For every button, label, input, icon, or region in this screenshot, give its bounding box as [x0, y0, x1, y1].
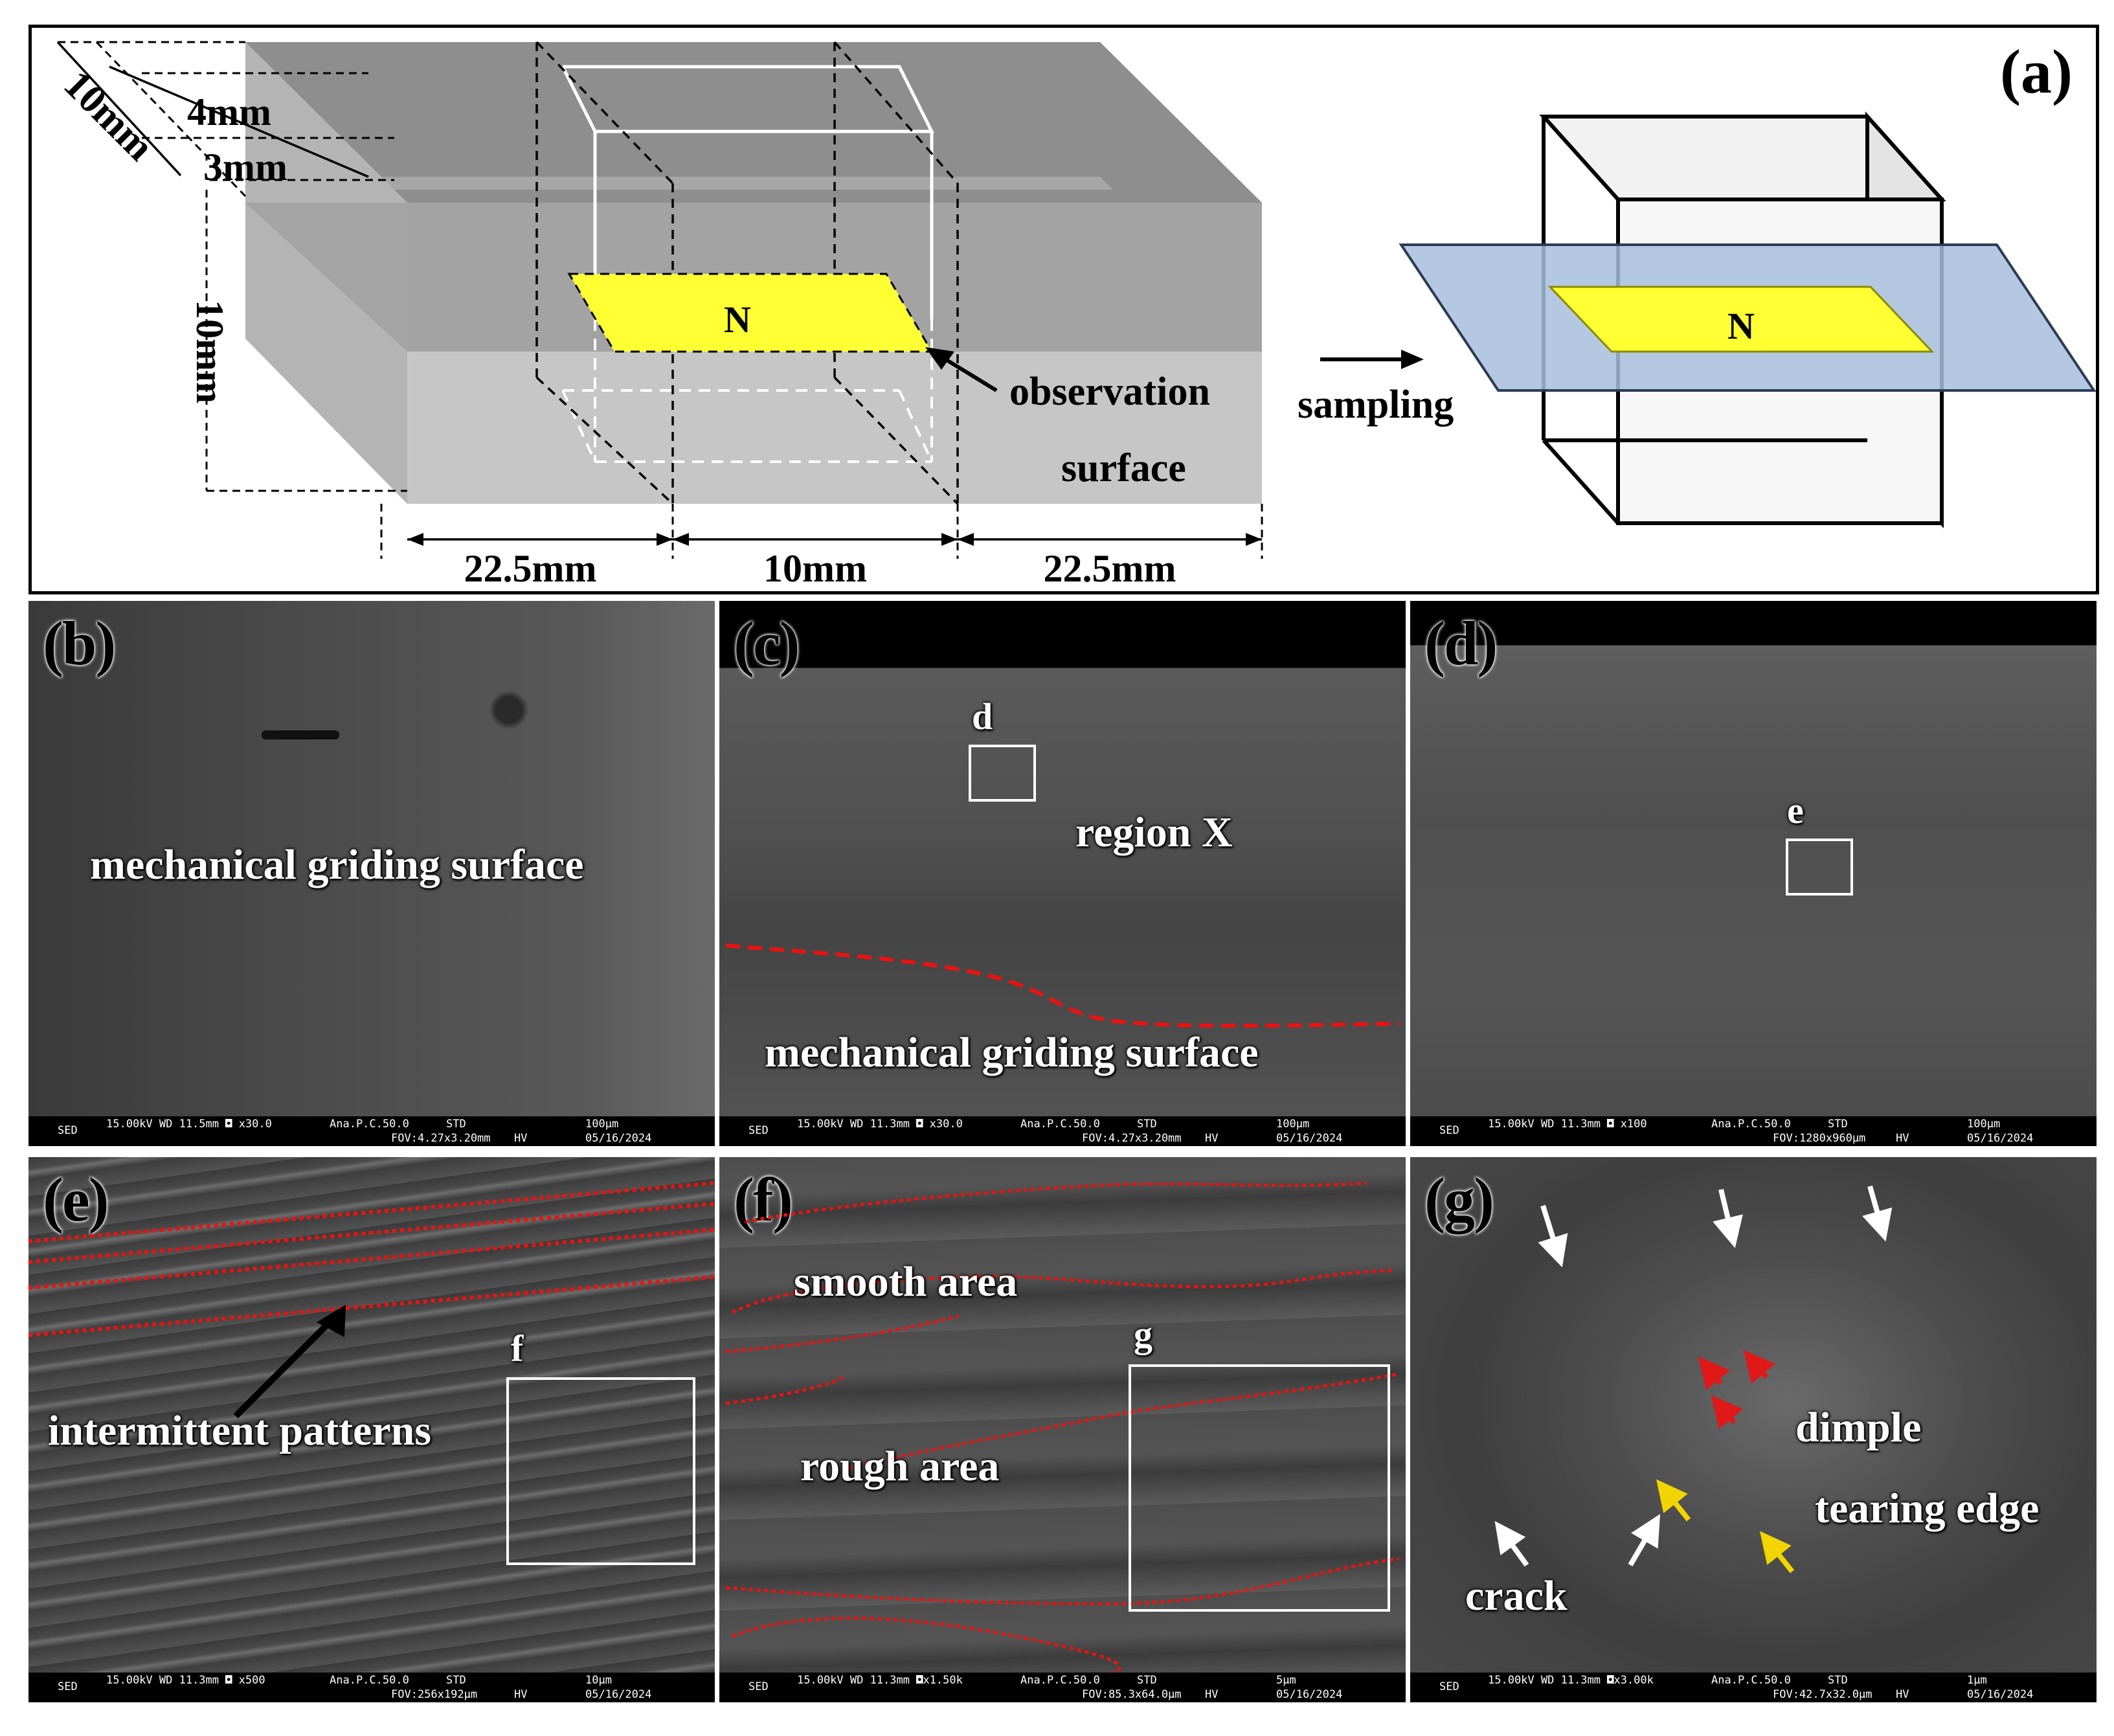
panel-a-schematic: N: [28, 25, 2099, 594]
panel-label-f: (f): [734, 1165, 793, 1234]
dim-layer-3mm: 3mm: [203, 146, 287, 188]
dim-right: 22.5mm: [1044, 547, 1176, 590]
dim-left: 22.5mm: [464, 547, 597, 590]
sem-info-bar-c: SED 15.00kV WD 11.3mm ◘ x30.0 Ana.P.C.50…: [719, 1116, 1406, 1146]
extracted-cube-hidden-edges: [561, 319, 933, 463]
panel-e-sem: (e) f intermittent patterns SED 15.00kV …: [28, 1157, 715, 1702]
defect-mark: [262, 730, 339, 739]
block-top-face: [245, 42, 1262, 203]
dimple-label: dimple: [1795, 1404, 1922, 1451]
dim-thickness-top: 10mm: [56, 62, 163, 169]
panel-label-d: (d): [1424, 609, 1498, 678]
dim-mid: 10mm: [763, 547, 867, 590]
plane-label-right: N: [1727, 305, 1755, 347]
sem-info-bar-g: SED 15.00kV WD 11.3mm ◘x3.00k Ana.P.C.50…: [1410, 1673, 2097, 1702]
sem-info-bar-e: SED 15.00kV WD 11.3mm ◘ x500 Ana.P.C.50.…: [28, 1673, 715, 1702]
panel-label-g: (g): [1424, 1165, 1494, 1234]
feature-arrows: [1494, 1185, 1893, 1573]
panel-g-sem: (g) dimple tearing edge crack SED 15.00k…: [1410, 1157, 2097, 1702]
smooth-area-label: smooth area: [794, 1258, 1018, 1305]
panel-label-e: (e): [43, 1165, 109, 1234]
panel-label-b: (b): [43, 609, 116, 678]
observation-label: observation: [1009, 370, 1210, 414]
panel-b-sem: (b) mechanical griding surface SED 15.00…: [28, 601, 715, 1146]
annotation-intermittent-patterns: intermittent patterns: [48, 1407, 432, 1454]
panel-label-c: (c): [734, 609, 800, 678]
sampling-schematic: N: [56, 37, 2096, 590]
zoom-box-label-g: g: [1134, 1313, 1153, 1355]
boundary-dashed-line: [725, 943, 1400, 1028]
block-layer-band: [245, 177, 1113, 190]
sampling-label: sampling: [1298, 383, 1454, 427]
zoom-box-d: [969, 745, 1036, 802]
zoom-box-f: [506, 1377, 695, 1565]
zoom-box-g: [1129, 1364, 1390, 1612]
dim-layer-4mm: 4mm: [187, 91, 271, 133]
sem-info-bar-d: SED 15.00kV WD 11.3mm ◘ x100 Ana.P.C.50.…: [1410, 1116, 2097, 1146]
sem-info-bar-b: SED 15.00kV WD 11.5mm ◘ x30.0 Ana.P.C.50…: [28, 1116, 715, 1146]
pattern-dotted-lines: [28, 1181, 715, 1419]
sampled-plane-n: [1547, 286, 1935, 353]
zoom-box-e: [1786, 839, 1853, 896]
sem-info-bar-f: SED 15.00kV WD 11.3mm ◘x1.50k Ana.P.C.50…: [719, 1673, 1406, 1702]
tearing-edge-label: tearing edge: [1815, 1485, 2040, 1532]
zoom-box-label-e: e: [1787, 789, 1804, 831]
zoom-box-label-f: f: [511, 1327, 524, 1370]
panel-label-a: (a): [2000, 37, 2073, 106]
crack-label: crack: [1465, 1572, 1568, 1619]
panel-d-sem: (d) e SED 15.00kV WD 11.3mm ◘ x100 Ana.P…: [1410, 601, 2097, 1146]
annotation-grinding-surface: mechanical griding surface: [90, 841, 584, 888]
plane-label: N: [724, 299, 751, 341]
panel-f-sem: (f) smooth area rough area g SED 15.00kV…: [719, 1157, 1406, 1702]
rough-area-label: rough area: [800, 1443, 1000, 1490]
zoom-box-label-d: d: [972, 695, 993, 738]
surface-label: surface: [1061, 446, 1186, 490]
region-x-label: region X: [1075, 809, 1233, 856]
panel-c-sem: (c) d region X mechanical griding surfac…: [719, 601, 1406, 1146]
annotation-grinding-surface-c: mechanical griding surface: [765, 1029, 1259, 1076]
dim-height: 10mm: [188, 300, 231, 403]
